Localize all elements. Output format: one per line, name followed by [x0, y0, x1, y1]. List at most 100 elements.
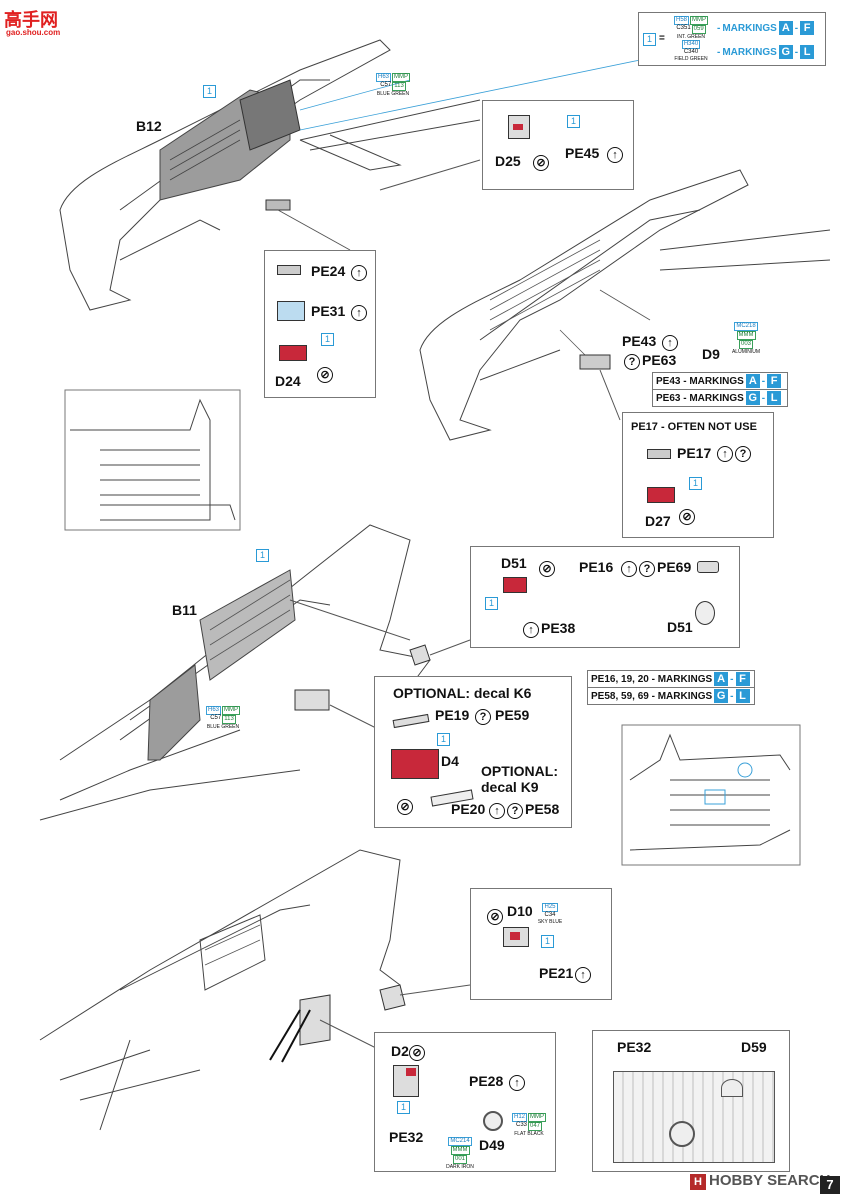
paint-number-badge: 1: [203, 85, 216, 98]
bend-arrow-icon: ↑: [575, 967, 591, 983]
optional-decal-k9-note-line1: OPTIONAL:: [481, 763, 558, 779]
detail-box-d10: ⊘ D10 H25 C34 SKY BLUE 1 PE21 ↑: [470, 888, 612, 1000]
paint-number-badge: 1: [541, 935, 554, 948]
bend-arrow-icon: ↑: [351, 265, 367, 281]
detail-box-pe17: PE17 - OFTEN NOT USE PE17 ↑ ? 1 D27 ⊘: [622, 412, 774, 538]
part-label-d2: D2: [391, 1043, 409, 1059]
part-label-pe38: PE38: [541, 620, 576, 636]
part-label-pe45: PE45: [565, 145, 600, 161]
part-label-pe16: PE16: [579, 559, 614, 575]
pe32-dial-drawing: [669, 1121, 695, 1147]
paint-number-badge: 1: [689, 477, 702, 490]
question-icon: ?: [735, 446, 751, 462]
paint-number-badge: 1: [397, 1101, 410, 1114]
paint-callout-dark-iron: MC214 MMM 001 DARK IRON: [446, 1137, 474, 1170]
paint-number-badge: 1: [567, 115, 580, 128]
part-label-d51: D51: [501, 555, 527, 571]
part-label-pe63: PE63: [642, 352, 677, 368]
bend-arrow-icon: ↑: [621, 561, 637, 577]
optional-decal-k9-note-line2: decal K9: [481, 779, 539, 795]
bend-arrow-icon: ↑: [523, 622, 539, 638]
d49-washer-drawing: [483, 1111, 503, 1131]
paint-number-badge: 1: [256, 549, 269, 562]
d27-part-drawing: [647, 487, 675, 503]
paint-callout-field-green: H340 C340 FIELD GREEN: [674, 40, 708, 62]
paint-callout-aluminium: MC218 MMM 003 ALUMINIUM: [731, 322, 761, 355]
part-label-pe31: PE31: [311, 303, 346, 319]
question-icon: ?: [475, 709, 491, 725]
d51-gauge-drawing: [695, 601, 715, 625]
pe31-part-drawing: [277, 301, 305, 321]
part-label-pe59: PE59: [495, 707, 530, 723]
equals-sign: =: [659, 33, 665, 44]
pe24-part-drawing: [277, 265, 301, 275]
part-label-d25: D25: [495, 153, 521, 169]
detail-box-d24: PE24 ↑ PE31 ↑ 1 D24 ⊘: [264, 250, 376, 398]
d51-part-drawing: [503, 577, 527, 593]
pe69-part-drawing: [697, 561, 719, 573]
part-label-pe19: PE19: [435, 707, 470, 723]
decal-icon: ⊘: [533, 155, 549, 171]
decal-icon: ⊘: [397, 799, 413, 815]
part-label-d10: D10: [507, 903, 533, 919]
d4-part-drawing: [391, 749, 439, 779]
part-label-pe43: PE43: [622, 333, 657, 349]
watermark-url: gao.shou.com: [6, 28, 61, 37]
part-label-d9: D9: [702, 346, 720, 362]
bend-arrow-icon: ↑: [489, 803, 505, 819]
paint-callout-sky-blue: H25 C34 SKY BLUE: [537, 903, 563, 925]
part-label-pe32: PE32: [389, 1129, 424, 1145]
paint-number-badge: 1: [643, 33, 656, 46]
part-label-pe28: PE28: [469, 1073, 504, 1089]
part-label-d51: D51: [667, 619, 693, 635]
pe17-part-drawing: [647, 449, 671, 459]
page-number: 7: [820, 1176, 840, 1194]
bend-arrow-icon: ↑: [607, 147, 623, 163]
part-label-pe21: PE21: [539, 965, 574, 981]
part-label-b12: B12: [136, 118, 162, 134]
part-label-d4: D4: [441, 753, 459, 769]
pe17-note-title: PE17 - OFTEN NOT USE: [631, 421, 757, 433]
decal-icon: ⊘: [409, 1045, 425, 1061]
part-label-pe58: PE58: [525, 801, 560, 817]
bend-arrow-icon: ↑: [509, 1075, 525, 1091]
paint-number-badge: 1: [321, 333, 334, 346]
part-label-d49: D49: [479, 1137, 505, 1153]
paint-number-badge: 1: [485, 597, 498, 610]
part-label-b11: B11: [172, 602, 197, 618]
bend-arrow-icon: ↑: [717, 446, 733, 462]
d2-part-drawing: [393, 1065, 419, 1097]
part-label-d27: D27: [645, 513, 671, 529]
part-label-d24: D24: [275, 373, 301, 389]
detail-box-pe32-inset: PE32 D59: [592, 1030, 790, 1172]
detail-box-d4: OPTIONAL: decal K6 PE19 ? PE59 1 D4 OPTI…: [374, 676, 572, 828]
detail-box-d25: 1 D25 ⊘ PE45 ↑: [482, 100, 634, 190]
question-icon: ?: [624, 354, 640, 370]
cockpit-panel-drawing: [613, 1071, 775, 1163]
part-label-pe32: PE32: [617, 1039, 652, 1055]
d59-dial-drawing: [721, 1079, 743, 1097]
d10-part-drawing: [503, 927, 529, 947]
optional-decal-k6-note: OPTIONAL: decal K6: [393, 685, 532, 701]
part-label-d59: D59: [741, 1039, 767, 1055]
part-label-pe20: PE20: [451, 801, 486, 817]
d25-part-drawing: [508, 115, 530, 139]
paint-number-badge: 1: [437, 733, 450, 746]
d24-part-drawing: [279, 345, 307, 361]
decal-icon: ⊘: [679, 509, 695, 525]
question-icon: ?: [507, 803, 523, 819]
watermark-logo: 高手网: [4, 10, 58, 30]
decal-icon: ⊘: [539, 561, 555, 577]
